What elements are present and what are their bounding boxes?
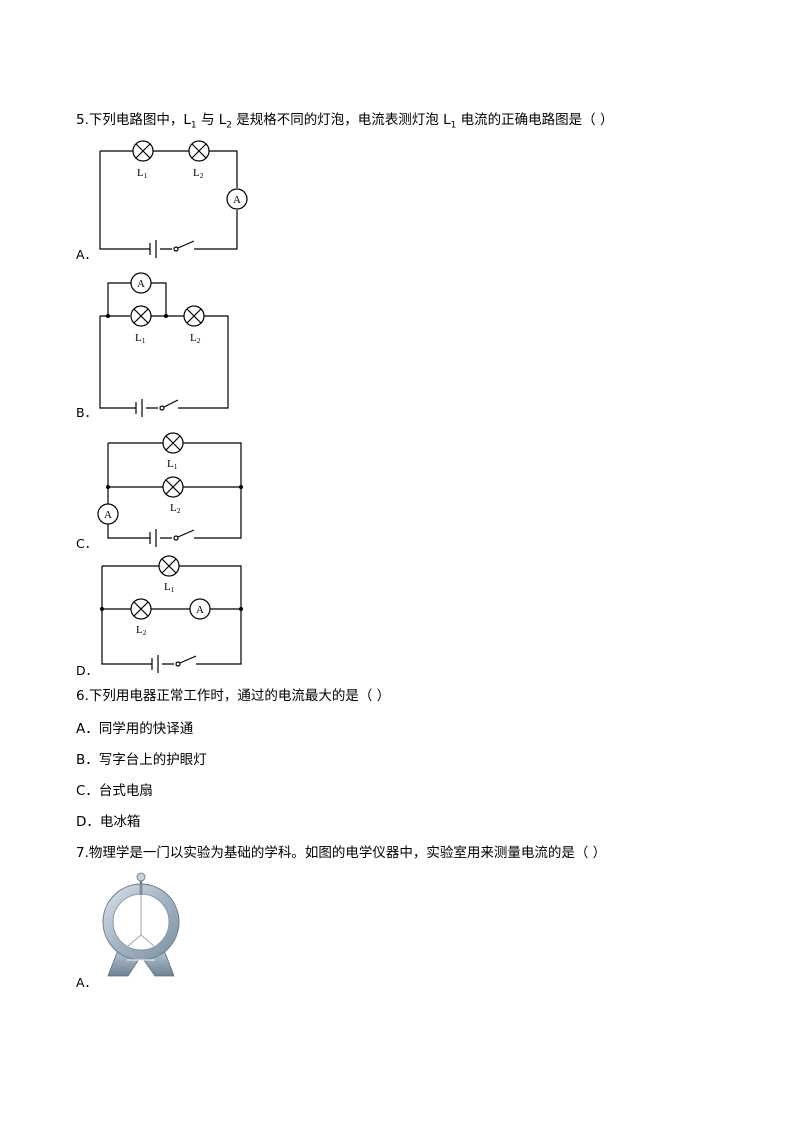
option-c-label: C． bbox=[76, 536, 98, 551]
option-a-label: A． bbox=[76, 247, 98, 262]
label-l1: L1 bbox=[164, 581, 175, 594]
q6-option-c: C．台式电扇 bbox=[76, 783, 153, 799]
label-ammeter: A bbox=[196, 604, 204, 616]
label-l2: L2 bbox=[193, 167, 204, 180]
q7-option-a-label: A． bbox=[76, 975, 98, 990]
q5-subscript: 1 bbox=[450, 120, 457, 131]
q6-option-a: A．同学用的快译通 bbox=[76, 721, 194, 737]
instrument-picture bbox=[102, 872, 180, 977]
label-l2: L2 bbox=[190, 332, 201, 345]
option-d-label: D． bbox=[76, 663, 99, 678]
label-l1: L1 bbox=[135, 332, 146, 345]
label-ammeter: A bbox=[137, 278, 145, 290]
question-7-text: 7.物理学是一门以实验为基础的学科。如图的电学仪器中，实验室用来测量电流的是（ … bbox=[76, 845, 607, 861]
q5-subscript: 1 bbox=[190, 120, 197, 131]
label-l2: L2 bbox=[136, 624, 147, 637]
q5-text-part: 5.下列电路图中， bbox=[76, 112, 184, 128]
question-5-text: 5.下列电路图中，L1 与 L2 是规格不同的灯泡，电流表测灯泡 L1 电流的正… bbox=[76, 108, 613, 131]
q5-text-part: 是规格不同的灯泡，电流表测灯泡 bbox=[232, 112, 444, 128]
q5-text-part: 电流的正确电路图是（ ） bbox=[456, 112, 614, 128]
label-ammeter: A bbox=[104, 509, 112, 521]
q6-option-b: B．写字台上的护眼灯 bbox=[76, 752, 207, 768]
label-l1: L1 bbox=[167, 458, 178, 471]
label-l1: L1 bbox=[137, 167, 148, 180]
label-ammeter: A bbox=[233, 194, 241, 206]
q5-lamp-l1: L bbox=[443, 112, 451, 128]
q5-lamp-l1: L bbox=[183, 112, 191, 128]
q5-subscript: 2 bbox=[226, 120, 233, 131]
option-b-label: B． bbox=[76, 405, 98, 420]
label-l2: L2 bbox=[170, 502, 181, 515]
q5-text-part: 与 bbox=[196, 112, 219, 128]
q5-lamp-l2: L bbox=[218, 112, 227, 128]
q6-option-d: D．电冰箱 bbox=[76, 814, 141, 830]
question-6-text: 6.下列用电器正常工作时，通过的电流最大的是（ ） bbox=[76, 688, 391, 704]
